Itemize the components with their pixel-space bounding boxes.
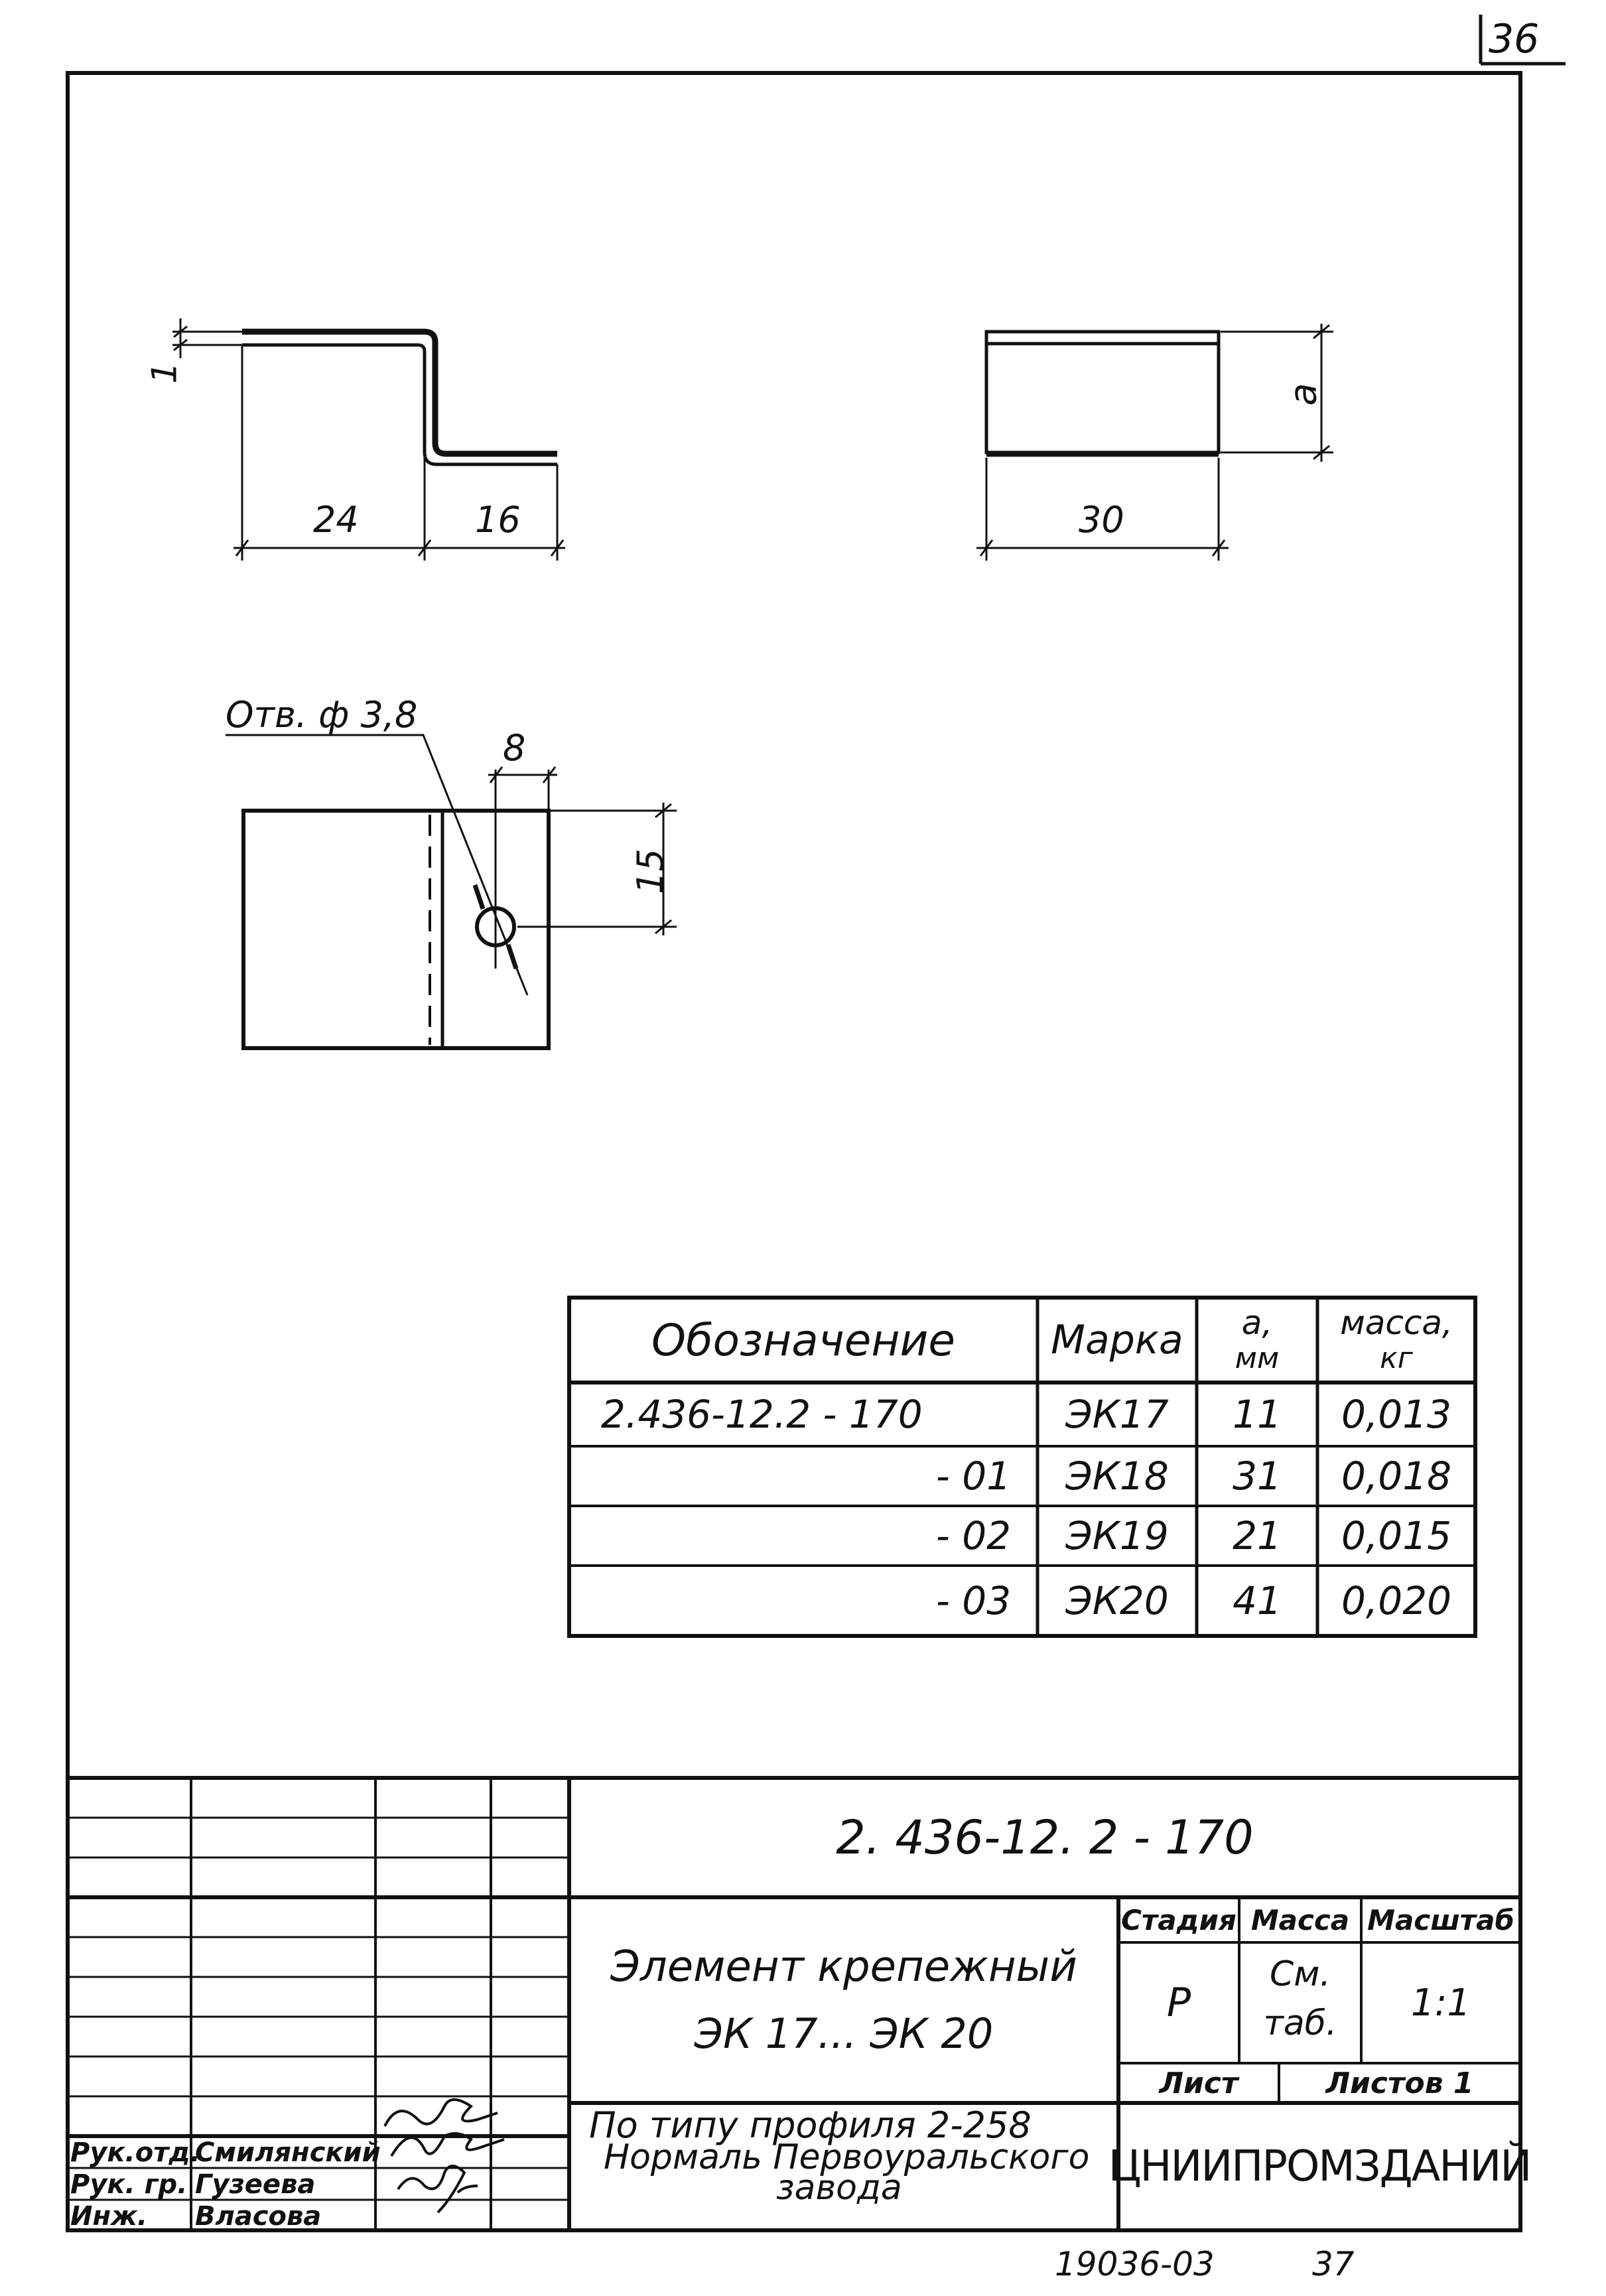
dim-width-right: 16 — [475, 499, 521, 541]
row-designation: - 01 — [935, 1453, 1011, 1499]
header-designation: Обозначение — [651, 1314, 955, 1366]
row-mass: 0,018 — [1341, 1453, 1452, 1499]
signer-role: Инж. — [70, 2201, 148, 2232]
sheet-number: 36 — [1489, 16, 1540, 62]
spec-table-grid — [567, 1296, 1477, 1638]
row-a: 11 — [1233, 1392, 1282, 1437]
stage-value: Р — [1166, 1980, 1191, 2026]
row-mark: ЭК20 — [1065, 1578, 1169, 1623]
row-mass: 0,020 — [1341, 1578, 1452, 1623]
header-mass-unit: кг — [1380, 1341, 1413, 1375]
row-a: 21 — [1233, 1513, 1282, 1558]
row-a: 31 — [1233, 1453, 1282, 1499]
row-mark: ЭК18 — [1065, 1453, 1169, 1499]
doc-code: 2. 436-12. 2 - 170 — [836, 1810, 1254, 1865]
item-name-line-2: ЭК 17... ЭК 20 — [694, 2009, 994, 2058]
row-designation: - 02 — [935, 1513, 1011, 1558]
dim-length: 30 — [1079, 499, 1124, 541]
archive-number: 19036-03 — [1055, 2245, 1215, 2283]
dim-hole-height: 15 — [629, 848, 671, 894]
item-name-line-1: Элемент крепежный — [610, 1942, 1077, 1992]
header-a-unit: мм — [1235, 1341, 1280, 1375]
signer-name: Гузеева — [195, 2169, 316, 2200]
header-mass: масса, — [1340, 1304, 1453, 1342]
signer-role: Рук.отд. — [70, 2137, 200, 2168]
note-line-3: завода — [776, 2168, 902, 2208]
page-number: 37 — [1312, 2245, 1355, 2283]
hole-note: Отв. ф 3,8 — [226, 694, 418, 736]
header-a: a, — [1241, 1304, 1273, 1342]
title-block-grid — [68, 1776, 1520, 2230]
dim-height-a: a — [1282, 383, 1325, 406]
mass-value-2: таб. — [1263, 2003, 1337, 2043]
row-mark: ЭК17 — [1065, 1392, 1169, 1437]
scale-label: Масштаб — [1367, 1903, 1514, 1936]
row-mass: 0,015 — [1341, 1513, 1452, 1558]
plan-view — [226, 734, 677, 1050]
sheets-label: Листов 1 — [1325, 2066, 1474, 2100]
signatures — [383, 2098, 505, 2214]
sheet-label: Лист — [1159, 2066, 1238, 2100]
row-a: 41 — [1233, 1578, 1282, 1623]
mass-value-1: См. — [1269, 1954, 1331, 1994]
side-view — [976, 324, 1333, 561]
note-line-2: Нормаль Первоуральского — [604, 2137, 1090, 2177]
header-mark: Марка — [1051, 1317, 1183, 1363]
signer-role: Рук. гр. — [70, 2169, 188, 2200]
row-designation: 2.436-12.2 - 170 — [601, 1392, 923, 1437]
row-designation: - 03 — [935, 1578, 1011, 1623]
spec-table: Обозначение Марка a, мм масса, кг 2.436-… — [569, 1298, 1475, 1636]
row-mark: ЭК19 — [1065, 1513, 1169, 1558]
dim-hole-offset: 8 — [503, 727, 526, 769]
mass-label: Масса — [1250, 1903, 1350, 1936]
note-line-1: По типу профиля 2-258 — [589, 2104, 1032, 2146]
dim-width-left: 24 — [313, 499, 359, 541]
scale-value: 1:1 — [1410, 1981, 1471, 2025]
dim-thickness: 1 — [145, 362, 185, 384]
stage-label: Стадия — [1121, 1903, 1237, 1936]
signer-name: Власова — [195, 2201, 322, 2232]
organization: ЦНИИПРОМЗДАНИЙ — [1108, 2142, 1532, 2191]
signer-name: Смилянский — [195, 2137, 381, 2168]
z-profile-view — [172, 318, 565, 561]
row-mass: 0,013 — [1341, 1392, 1452, 1437]
